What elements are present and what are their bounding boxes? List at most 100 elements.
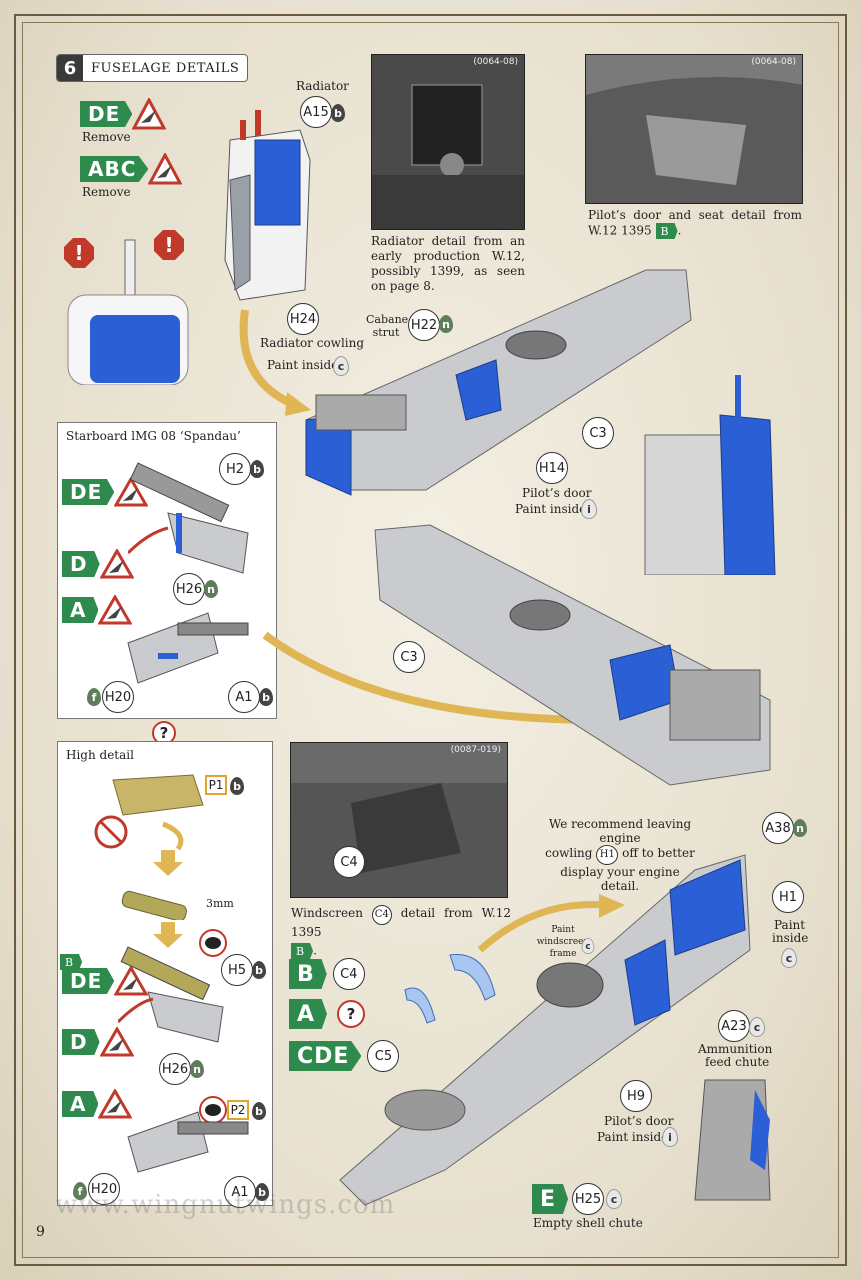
part-callout-h14: H14	[536, 452, 568, 484]
engine-note-line: We recommend leaving engine	[548, 817, 692, 845]
part-callout-h26: H26	[159, 1053, 191, 1085]
paint-drop-icon: c	[333, 356, 349, 376]
warning-icon: !	[64, 238, 94, 268]
cockpit-photo: (0064-08)	[585, 54, 803, 204]
question-icon: ?	[337, 1000, 366, 1028]
warning-triangle-icon	[98, 595, 133, 625]
photo-caption: Windscreen C4 detail from W.12 1395 B.	[291, 905, 511, 959]
ammunition-label: feed chute	[705, 1055, 770, 1069]
variant-tag: DE	[62, 968, 115, 994]
engine-note-line: cowling H1 off to better	[540, 845, 700, 865]
spandau-panel: Starboard lMG 08 ‘Spandau’ DE D A H2 b H…	[57, 422, 277, 719]
variant-tag: DE	[80, 101, 133, 127]
page-border-inner	[22, 22, 839, 1258]
variant-tag: D	[62, 1029, 100, 1055]
paint-drop-icon: n	[204, 580, 218, 598]
paint-drop-icon: i	[581, 499, 597, 519]
photo-caption: Radiator detail from an early production…	[371, 234, 525, 293]
variant-row: A	[62, 595, 133, 625]
paint-drop-icon: n	[190, 1060, 204, 1078]
part-callout-a1: A1	[228, 681, 260, 713]
paint-drop-icon: b	[250, 460, 264, 478]
remove-tag-abc: ABC	[80, 153, 183, 185]
paint-drop-icon: b	[230, 777, 244, 795]
direction-arrow	[239, 309, 311, 416]
photo-caption: Pilot’s door and seat detail from W.12 1…	[588, 208, 802, 239]
spandau-drawing	[127, 612, 249, 684]
fuselage-drawing-middle	[374, 524, 771, 786]
part-callout-a1: A1	[224, 1176, 256, 1208]
part-callout-h20: H20	[102, 681, 134, 713]
paint-drop-icon: n	[793, 819, 807, 837]
part-callout-c3: C3	[393, 641, 425, 673]
warning-triangle-icon	[98, 1089, 133, 1119]
variant-tag: B	[655, 223, 678, 239]
part-callout-h20: H20	[88, 1173, 120, 1205]
cabane-strut-label: Cabane strut	[366, 313, 409, 339]
fuselage-drawing-upper	[305, 269, 692, 496]
part-callout-h5: H5	[221, 954, 253, 986]
paint-drop-icon: c	[781, 948, 797, 968]
part-callout-h1: H1	[772, 881, 804, 913]
warning-triangle-icon	[114, 966, 149, 996]
variant-tag: B	[60, 954, 83, 970]
part-callout-c4: C4	[333, 846, 365, 878]
variant-tag: A	[289, 999, 328, 1029]
remove-tag-de: DE	[80, 98, 167, 130]
variant-tag: B	[289, 959, 327, 989]
pilots-door-label: Pilot’s door	[604, 1114, 674, 1128]
paint-drop-icon: f	[73, 1182, 87, 1200]
windscreen-option: A ?	[289, 999, 366, 1029]
paint-inside-label: Paint inside	[597, 1130, 669, 1144]
part-ref: H1	[596, 845, 619, 865]
paint-drop-icon: b	[255, 1183, 269, 1201]
barrel-jacket-drawing	[121, 890, 187, 920]
warning-icon: !	[154, 230, 184, 260]
spandau-drawing	[127, 1111, 249, 1173]
part-callout-a38: A38	[762, 812, 794, 844]
paint-drop-icon: c	[581, 938, 595, 954]
part-callout-p1: P1	[205, 775, 227, 795]
variant-row: DE	[62, 966, 149, 996]
direction-arrow	[477, 894, 625, 953]
part-callout-h25: H25	[572, 1183, 605, 1215]
photo-caption-text: detail from W.12 1395	[291, 906, 511, 939]
part-callout-p2: P2	[227, 1100, 249, 1120]
windscreen-option: CDE C5	[289, 1040, 400, 1072]
high-detail-panel: High detail P1 b 3mm B DE D A	[57, 741, 273, 1208]
engine-note-text: cowling	[545, 846, 593, 860]
windscreen-photo: (0087-019) C4	[290, 742, 508, 898]
section-header: 6 FUSELAGE DETAILS	[56, 54, 249, 82]
website-watermark: www.wingnutwings.com	[55, 1190, 396, 1220]
remove-label: Remove	[82, 130, 131, 144]
part-callout-h2: H2	[219, 453, 251, 485]
scissors-prohibited-icon	[94, 815, 184, 851]
windscreen-option: B C4	[289, 958, 365, 990]
warning-triangle-icon	[148, 153, 183, 185]
section-number: 6	[57, 55, 83, 81]
variant-tag: A	[62, 597, 99, 623]
part-callout-h26: H26	[173, 573, 205, 605]
paint-drop-icon: b	[259, 688, 273, 706]
part-callout-c5: C5	[367, 1040, 400, 1072]
dimension-label: 3mm	[206, 897, 234, 910]
photo-id: (0064-08)	[473, 57, 518, 67]
paint-inside-label: inside	[772, 931, 809, 945]
variant-row: D	[62, 549, 134, 579]
paint-drop-icon: b	[252, 961, 266, 979]
paint-drop-icon: c	[749, 1017, 765, 1037]
engine-note-line: display your engine detail.	[560, 865, 680, 893]
part-callout-c4: C4	[332, 958, 365, 990]
shell-chute-option: E H25 c	[532, 1183, 623, 1215]
ammunition-label: Ammunition	[698, 1042, 773, 1056]
page-number: 9	[36, 1224, 45, 1240]
part-callout-h9: H9	[620, 1080, 652, 1112]
spandau-drawing	[128, 462, 249, 574]
elephant-icon	[199, 929, 227, 957]
spandau-drawing	[118, 946, 224, 1043]
variant-row: DE	[62, 477, 149, 507]
part-callout-h22: H22	[408, 309, 440, 341]
radiator-photo: (0064-08)	[371, 54, 525, 230]
warning-triangle-icon	[99, 1027, 134, 1057]
